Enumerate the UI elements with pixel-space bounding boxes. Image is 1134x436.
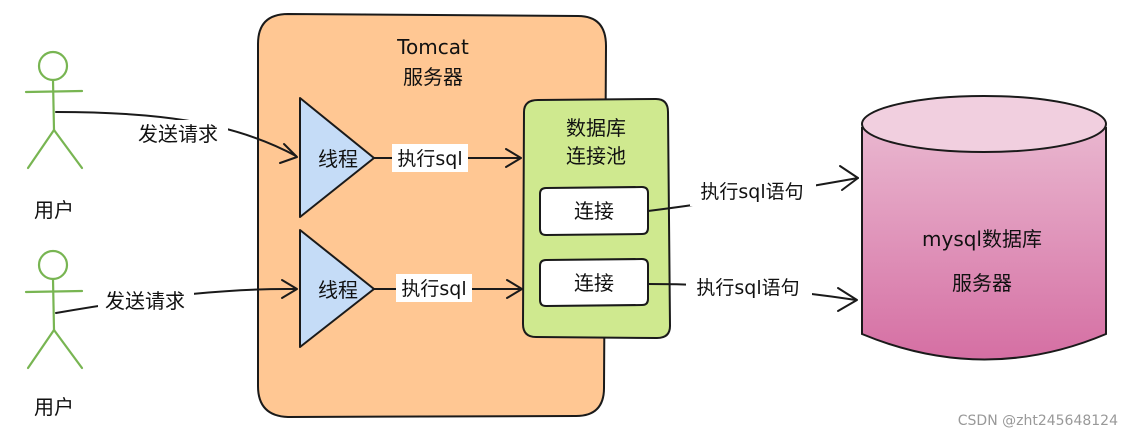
request-label: 发送请求 [105,289,185,313]
connection-label: 连接 [574,271,614,295]
pool-subtitle: 连接池 [566,144,626,168]
user-icon [24,249,84,370]
user-label: 用户 [34,198,74,222]
connection-pool: 数据库 连接池 连接 连接 [521,97,672,340]
tomcat-title: Tomcat [396,35,469,59]
connection-2: 连接 [539,257,649,308]
mysql-database: mysql数据库 服务器 [861,95,1107,361]
tomcat-box [257,12,608,419]
exec-arrow-2: 执行sql [373,274,523,302]
request-arrow-1: 发送请求 [55,111,298,164]
exec-label: 执行sql [401,278,466,300]
request-arrow-2: 发送请求 [55,279,298,315]
db-subtitle: 服务器 [952,271,1012,295]
connection-label: 连接 [574,199,614,223]
thread-triangle [299,97,375,218]
tomcat-subtitle: 服务器 [403,65,463,89]
statement-arrow-1: 执行sql语句 [647,165,859,212]
db-cylinder-top [861,95,1107,153]
thread-triangle [299,229,375,348]
user-2: 用户 [24,249,84,419]
connection-1: 连接 [539,185,649,237]
exec-label: 执行sql [397,148,462,170]
user-icon [24,50,84,170]
thread-label: 线程 [318,147,358,171]
user-1: 用户 [24,50,84,222]
db-title: mysql数据库 [922,227,1042,251]
thread-1: 线程 [299,97,375,218]
user-label: 用户 [34,395,74,419]
statement-label: 执行sql语句 [696,277,799,299]
statement-label: 执行sql语句 [700,181,803,203]
statement-arrow-2: 执行sql语句 [647,273,858,312]
thread-2: 线程 [299,229,375,348]
db-cylinder-body [861,127,1107,361]
request-label: 发送请求 [138,122,218,146]
watermark: CSDN @zht245648124 [958,413,1118,429]
connection-box [539,257,649,308]
tomcat-server: Tomcat 服务器 [257,12,608,419]
pool-title: 数据库 [566,116,626,140]
thread-label: 线程 [318,278,358,302]
exec-arrow-1: 执行sql [373,144,522,172]
connection-box [539,185,649,237]
